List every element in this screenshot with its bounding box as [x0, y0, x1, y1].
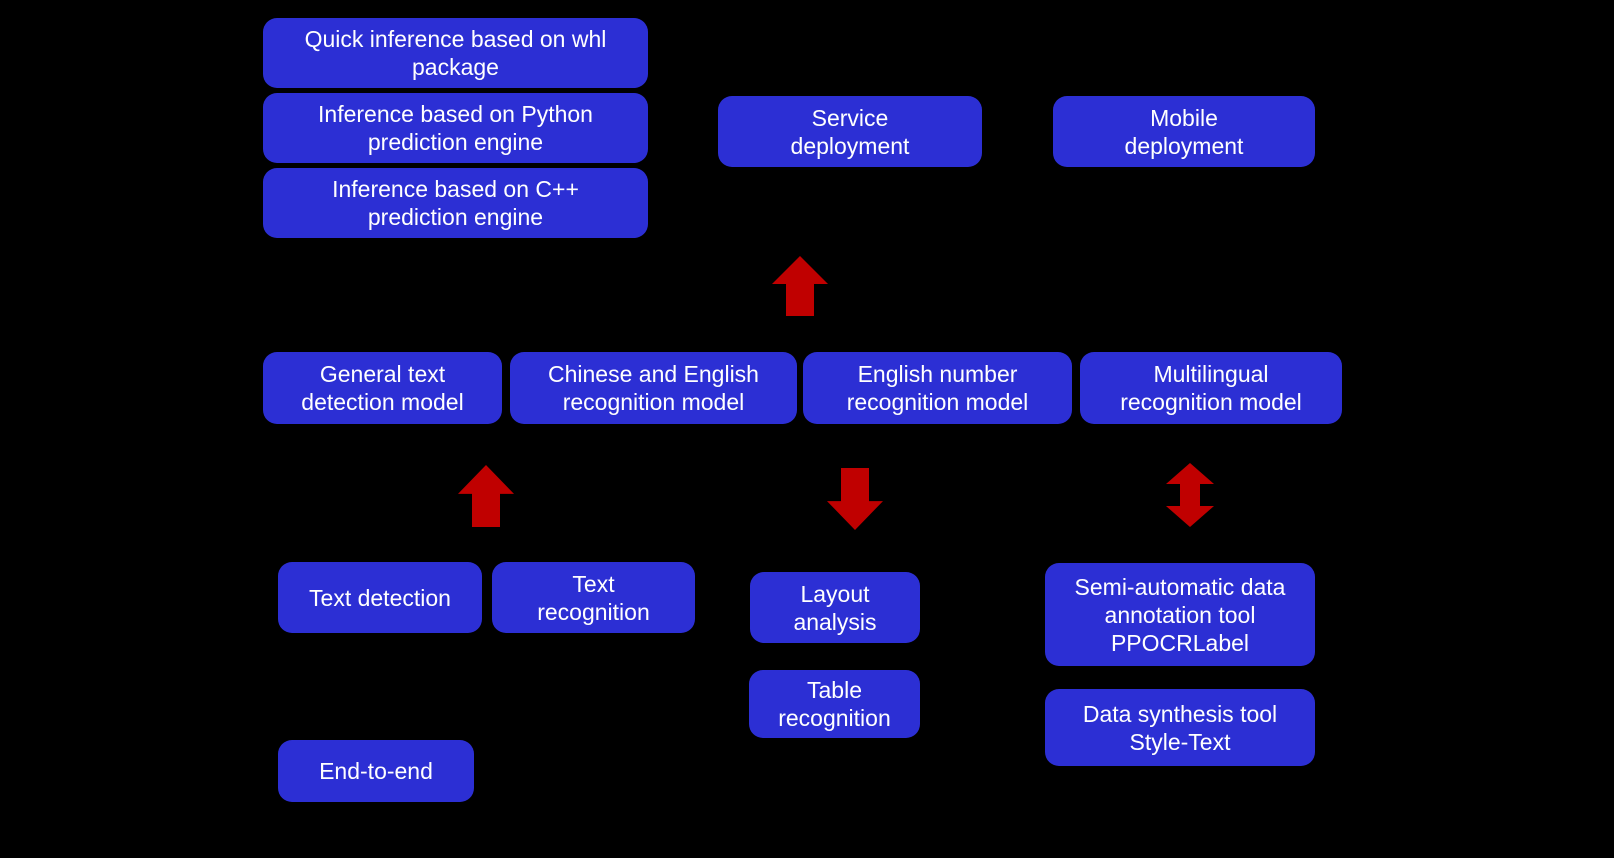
node-service-deployment: Service deployment	[718, 96, 982, 167]
up-arrow-detection-icon	[458, 465, 514, 527]
node-layout-analysis: Layout analysis	[750, 572, 920, 643]
node-style-text: Data synthesis tool Style-Text	[1045, 689, 1315, 766]
node-table-recognition: Table recognition	[749, 670, 920, 738]
node-text-recognition: Text recognition	[492, 562, 695, 633]
node-english-number-recognition: English number recognition model	[803, 352, 1072, 424]
node-quick-inference-whl: Quick inference based on whl package	[263, 18, 648, 88]
node-ppocrlabel: Semi-automatic data annotation tool PPOC…	[1045, 563, 1315, 666]
node-end-to-end: End-to-end	[278, 740, 474, 802]
node-multilingual-recognition: Multilingual recognition model	[1080, 352, 1342, 424]
up-arrow-deployment-icon	[772, 256, 828, 316]
node-chinese-english-recognition: Chinese and English recognition model	[510, 352, 797, 424]
node-mobile-deployment: Mobile deployment	[1053, 96, 1315, 167]
node-inference-python-engine: Inference based on Python prediction eng…	[263, 93, 648, 163]
node-inference-cpp-engine: Inference based on C++ prediction engine	[263, 168, 648, 238]
down-arrow-layout-icon	[827, 468, 883, 530]
node-general-text-detection-model: General text detection model	[263, 352, 502, 424]
double-arrow-tools-icon	[1166, 463, 1214, 527]
node-text-detection: Text detection	[278, 562, 482, 633]
